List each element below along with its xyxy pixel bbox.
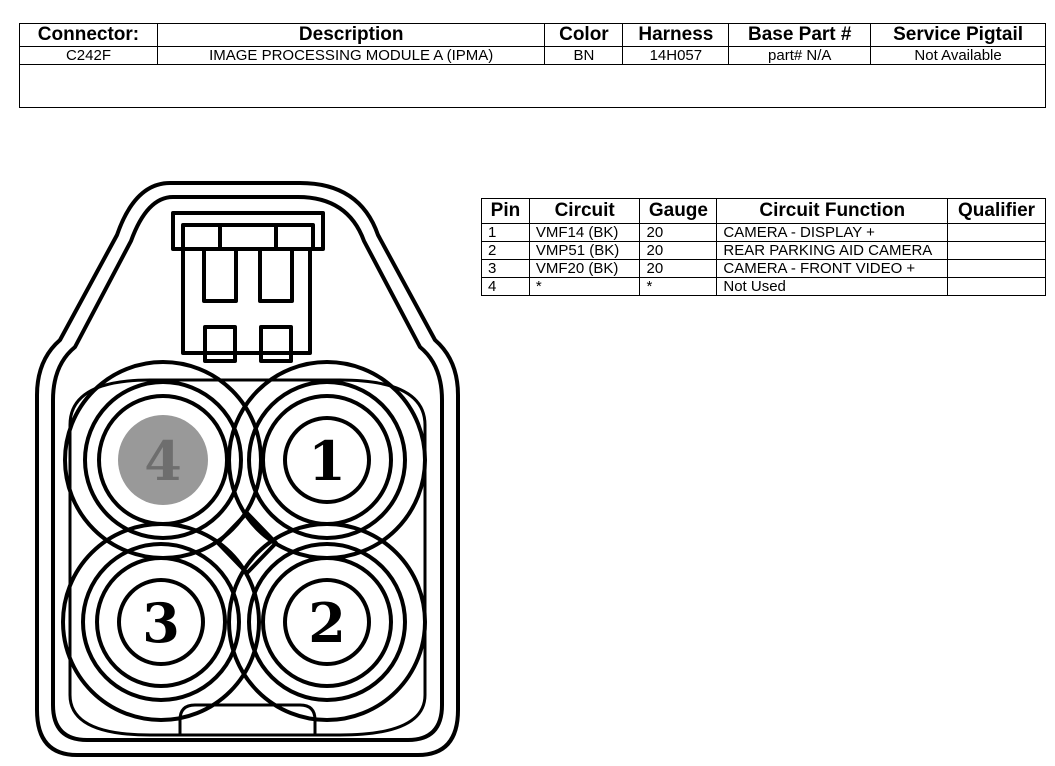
connector-service-pigtail: Not Available [870, 46, 1046, 65]
pin-col-pin: Pin [481, 198, 530, 224]
connector-latch [171, 211, 325, 363]
pin-gauge: 20 [639, 259, 718, 278]
header-col-description: Description [156, 23, 546, 47]
connector-outer-shell [35, 181, 460, 757]
pin-col-circuit: Circuit [528, 198, 641, 224]
header-col-harness: Harness [622, 23, 730, 47]
header-row: Connector: Description Color Harness Bas… [19, 23, 1046, 47]
pin-gauge: * [639, 277, 718, 296]
connector-description: IMAGE PROCESSING MODULE A (IPMA) [156, 46, 546, 65]
table-row: 4 * * Not Used [481, 277, 1046, 296]
cavity-label-1: 1 [308, 429, 346, 493]
connector-color: BN [544, 46, 624, 65]
pin-circuit: VMF20 (BK) [528, 259, 641, 278]
cavity-label-4: 4 [144, 429, 182, 493]
pin-qualifier [947, 223, 1046, 242]
connector-inner-shell [51, 195, 444, 742]
pin-qualifier [947, 277, 1046, 296]
pin-qualifier [947, 259, 1046, 278]
pin-number: 1 [481, 223, 530, 242]
pin-header-row: Pin Circuit Gauge Circuit Function Quali… [481, 198, 1046, 224]
cavity-label-3: 3 [142, 591, 180, 655]
pin-function: CAMERA - FRONT VIDEO + [716, 259, 949, 278]
pin-function: CAMERA - DISPLAY + [716, 223, 949, 242]
pin-number: 2 [481, 241, 530, 260]
connector-id: C242F [19, 46, 158, 65]
connector-harness: 14H057 [622, 46, 730, 65]
pin-circuit: VMP51 (BK) [528, 241, 641, 260]
pin-number: 4 [481, 277, 530, 296]
pin-col-function: Circuit Function [716, 198, 949, 224]
pin-function: Not Used [716, 277, 949, 296]
pin-col-qualifier: Qualifier [947, 198, 1046, 224]
pin-gauge: 20 [639, 223, 718, 242]
pin-circuit: * [528, 277, 641, 296]
cavity-cluster-outline [68, 378, 427, 737]
header-col-base-part: Base Part # [728, 23, 872, 47]
blank-row [19, 64, 1046, 108]
pin-assignment-table: Pin Circuit Gauge Circuit Function Quali… [481, 198, 1046, 296]
header-col-service-pigtail: Service Pigtail [870, 23, 1046, 47]
pin-col-gauge: Gauge [639, 198, 718, 224]
table-row: 2 VMP51 (BK) 20 REAR PARKING AID CAMERA [481, 241, 1046, 260]
header-col-color: Color [544, 23, 624, 47]
connector-face-diagram: 4 1 3 2 [35, 181, 460, 757]
table-row: 3 VMF20 (BK) 20 CAMERA - FRONT VIDEO + [481, 259, 1046, 278]
blank-cell [19, 64, 1046, 108]
table-row: C242F IMAGE PROCESSING MODULE A (IPMA) B… [19, 46, 1046, 65]
cavity-2 [227, 522, 427, 722]
cavity-4-pin [118, 415, 208, 505]
connector-base-part: part# N/A [728, 46, 872, 65]
cavity-label-2: 2 [308, 591, 346, 655]
pin-circuit: VMF14 (BK) [528, 223, 641, 242]
pin-gauge: 20 [639, 241, 718, 260]
pin-number: 3 [481, 259, 530, 278]
connector-bottom-notch [178, 703, 317, 735]
pin-qualifier [947, 241, 1046, 260]
connector-header-table: Connector: Description Color Harness Bas… [19, 23, 1046, 108]
pin-function: REAR PARKING AID CAMERA [716, 241, 949, 260]
table-row: 1 VMF14 (BK) 20 CAMERA - DISPLAY + [481, 223, 1046, 242]
header-col-connector: Connector: [19, 23, 158, 47]
cavity-3 [61, 522, 261, 722]
